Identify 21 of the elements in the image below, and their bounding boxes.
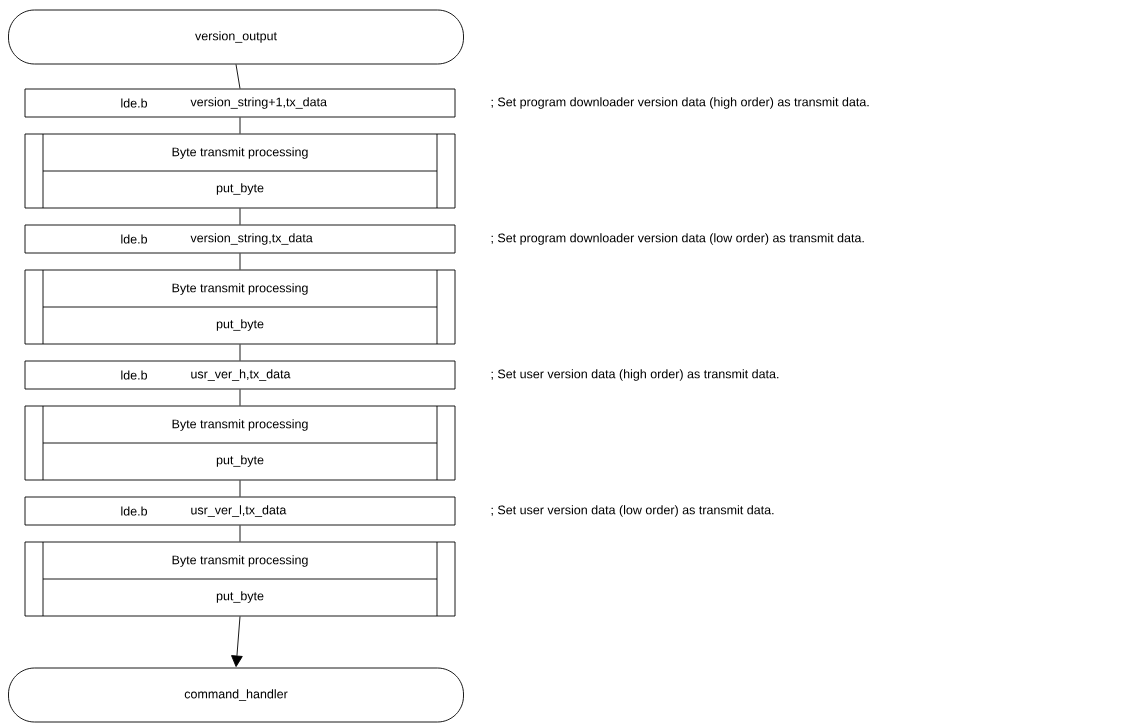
- connector-line: [239, 208, 241, 225]
- comment-text: ; Set user version data (high order) as transmit data.: [491, 369, 779, 381]
- arrow: [231, 616, 243, 667]
- subroutine-box: Byte transmit processing put_byte: [24, 269, 456, 345]
- comment-text: ; Set program downloader version data (low order) as transmit data.: [491, 233, 864, 245]
- comment-text: ; Set user version data (low order) as transmit data.: [491, 505, 774, 517]
- connector-line: [239, 525, 241, 542]
- process-box: lde.b usr_ver_l,tx_data: [24, 496, 456, 526]
- connector-line: [239, 389, 241, 406]
- process-box: lde.b version_string,tx_data: [24, 224, 456, 254]
- connector-line: [239, 480, 241, 497]
- subroutine-box: Byte transmit processing put_byte: [24, 133, 456, 209]
- connector-line: [239, 344, 241, 361]
- connector-line: [235, 64, 241, 89]
- comment-text: ; Set program downloader version data (high order) as transmit data.: [491, 97, 869, 109]
- subroutine-box: Byte transmit processing put_byte: [24, 541, 456, 617]
- connector-line: [239, 117, 241, 134]
- connector-line: [239, 253, 241, 270]
- subroutine-box: Byte transmit processing put_byte: [24, 405, 456, 481]
- process-box: lde.b version_string+1,tx_data: [24, 88, 456, 118]
- process-box: lde.b usr_ver_h,tx_data: [24, 360, 456, 390]
